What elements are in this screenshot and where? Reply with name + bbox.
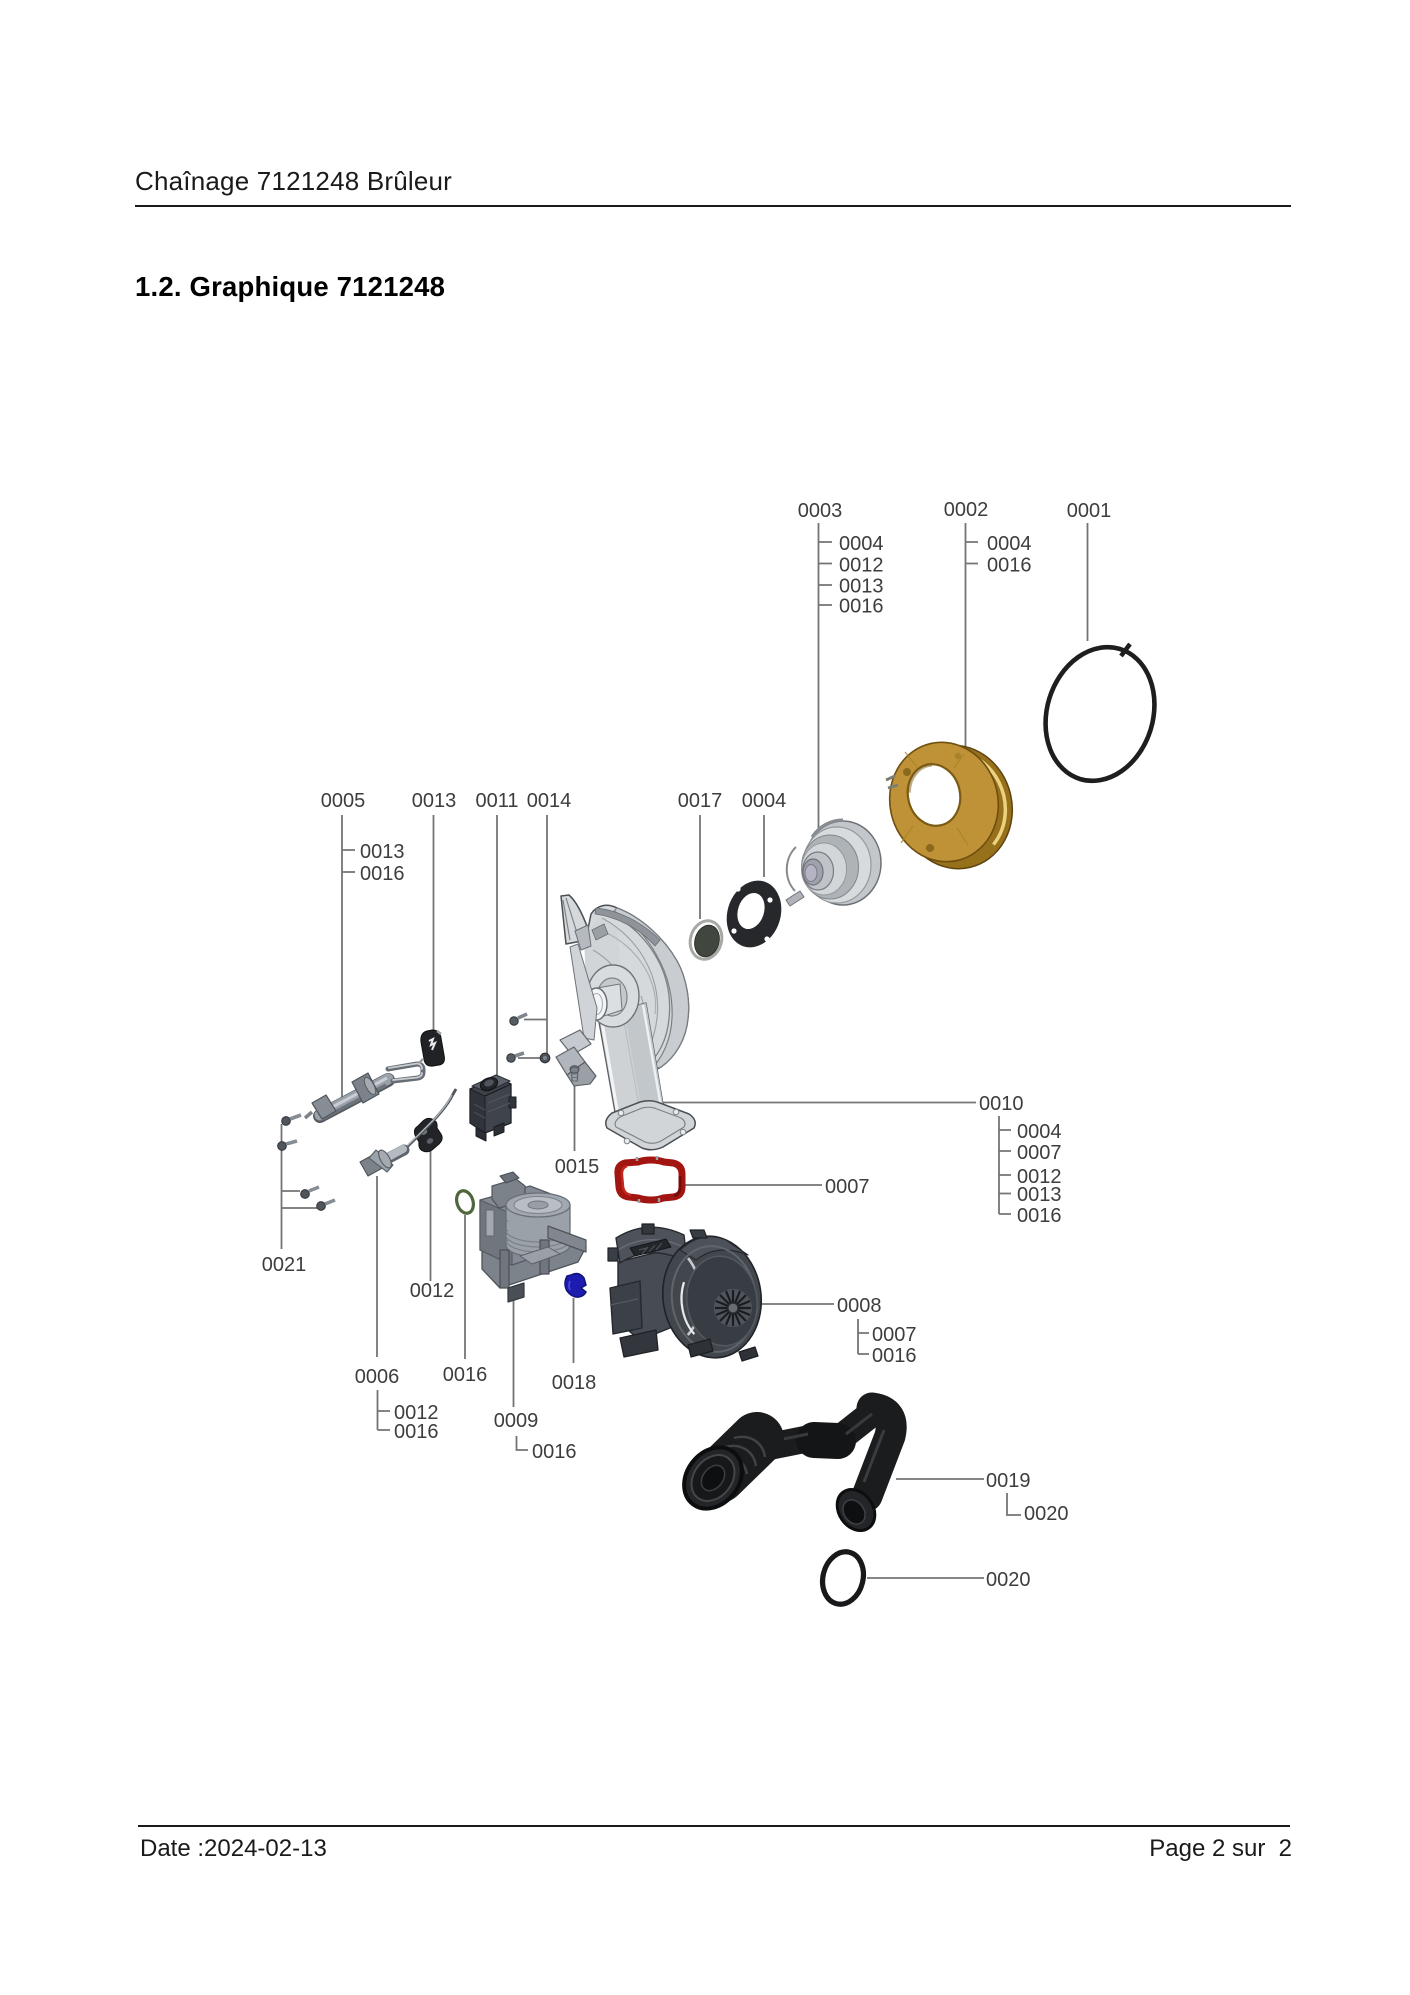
- svg-text:0015: 0015: [555, 1156, 600, 1178]
- svg-text:0016: 0016: [532, 1441, 577, 1463]
- svg-text:0009: 0009: [494, 1410, 539, 1432]
- svg-text:0013: 0013: [1017, 1184, 1062, 1206]
- svg-text:0004: 0004: [839, 533, 884, 555]
- svg-text:0016: 0016: [839, 596, 884, 618]
- svg-text:0010: 0010: [979, 1093, 1024, 1115]
- svg-text:0012: 0012: [1017, 1166, 1062, 1188]
- svg-text:0003: 0003: [798, 500, 843, 522]
- svg-text:0017: 0017: [678, 790, 723, 812]
- svg-text:0013: 0013: [360, 841, 405, 863]
- svg-text:0004: 0004: [1017, 1121, 1062, 1143]
- svg-text:0016: 0016: [1017, 1205, 1062, 1227]
- svg-text:0012: 0012: [839, 555, 884, 577]
- svg-text:0011: 0011: [475, 790, 518, 812]
- svg-text:0007: 0007: [825, 1176, 870, 1198]
- svg-text:0021: 0021: [262, 1254, 307, 1276]
- svg-text:0012: 0012: [410, 1280, 455, 1302]
- svg-text:0013: 0013: [412, 790, 457, 812]
- svg-text:0020: 0020: [1024, 1503, 1069, 1525]
- svg-text:0016: 0016: [394, 1421, 439, 1443]
- svg-text:0005: 0005: [321, 790, 366, 812]
- svg-text:0018: 0018: [552, 1372, 597, 1394]
- svg-text:0013: 0013: [839, 576, 884, 598]
- svg-text:0020: 0020: [986, 1569, 1031, 1591]
- svg-text:0019: 0019: [986, 1470, 1031, 1492]
- svg-text:0012: 0012: [394, 1402, 439, 1424]
- svg-text:0007: 0007: [1017, 1142, 1062, 1164]
- svg-text:0016: 0016: [360, 863, 405, 885]
- svg-text:0004: 0004: [742, 790, 787, 812]
- svg-text:0004: 0004: [987, 533, 1032, 555]
- svg-text:0016: 0016: [872, 1345, 917, 1367]
- svg-text:0014: 0014: [527, 790, 572, 812]
- svg-text:0006: 0006: [355, 1366, 400, 1388]
- svg-text:0016: 0016: [443, 1364, 488, 1386]
- svg-text:0008: 0008: [837, 1295, 882, 1317]
- svg-text:0002: 0002: [944, 499, 989, 521]
- svg-text:0016: 0016: [987, 555, 1032, 577]
- svg-text:0001: 0001: [1067, 500, 1112, 522]
- svg-text:0007: 0007: [872, 1324, 917, 1346]
